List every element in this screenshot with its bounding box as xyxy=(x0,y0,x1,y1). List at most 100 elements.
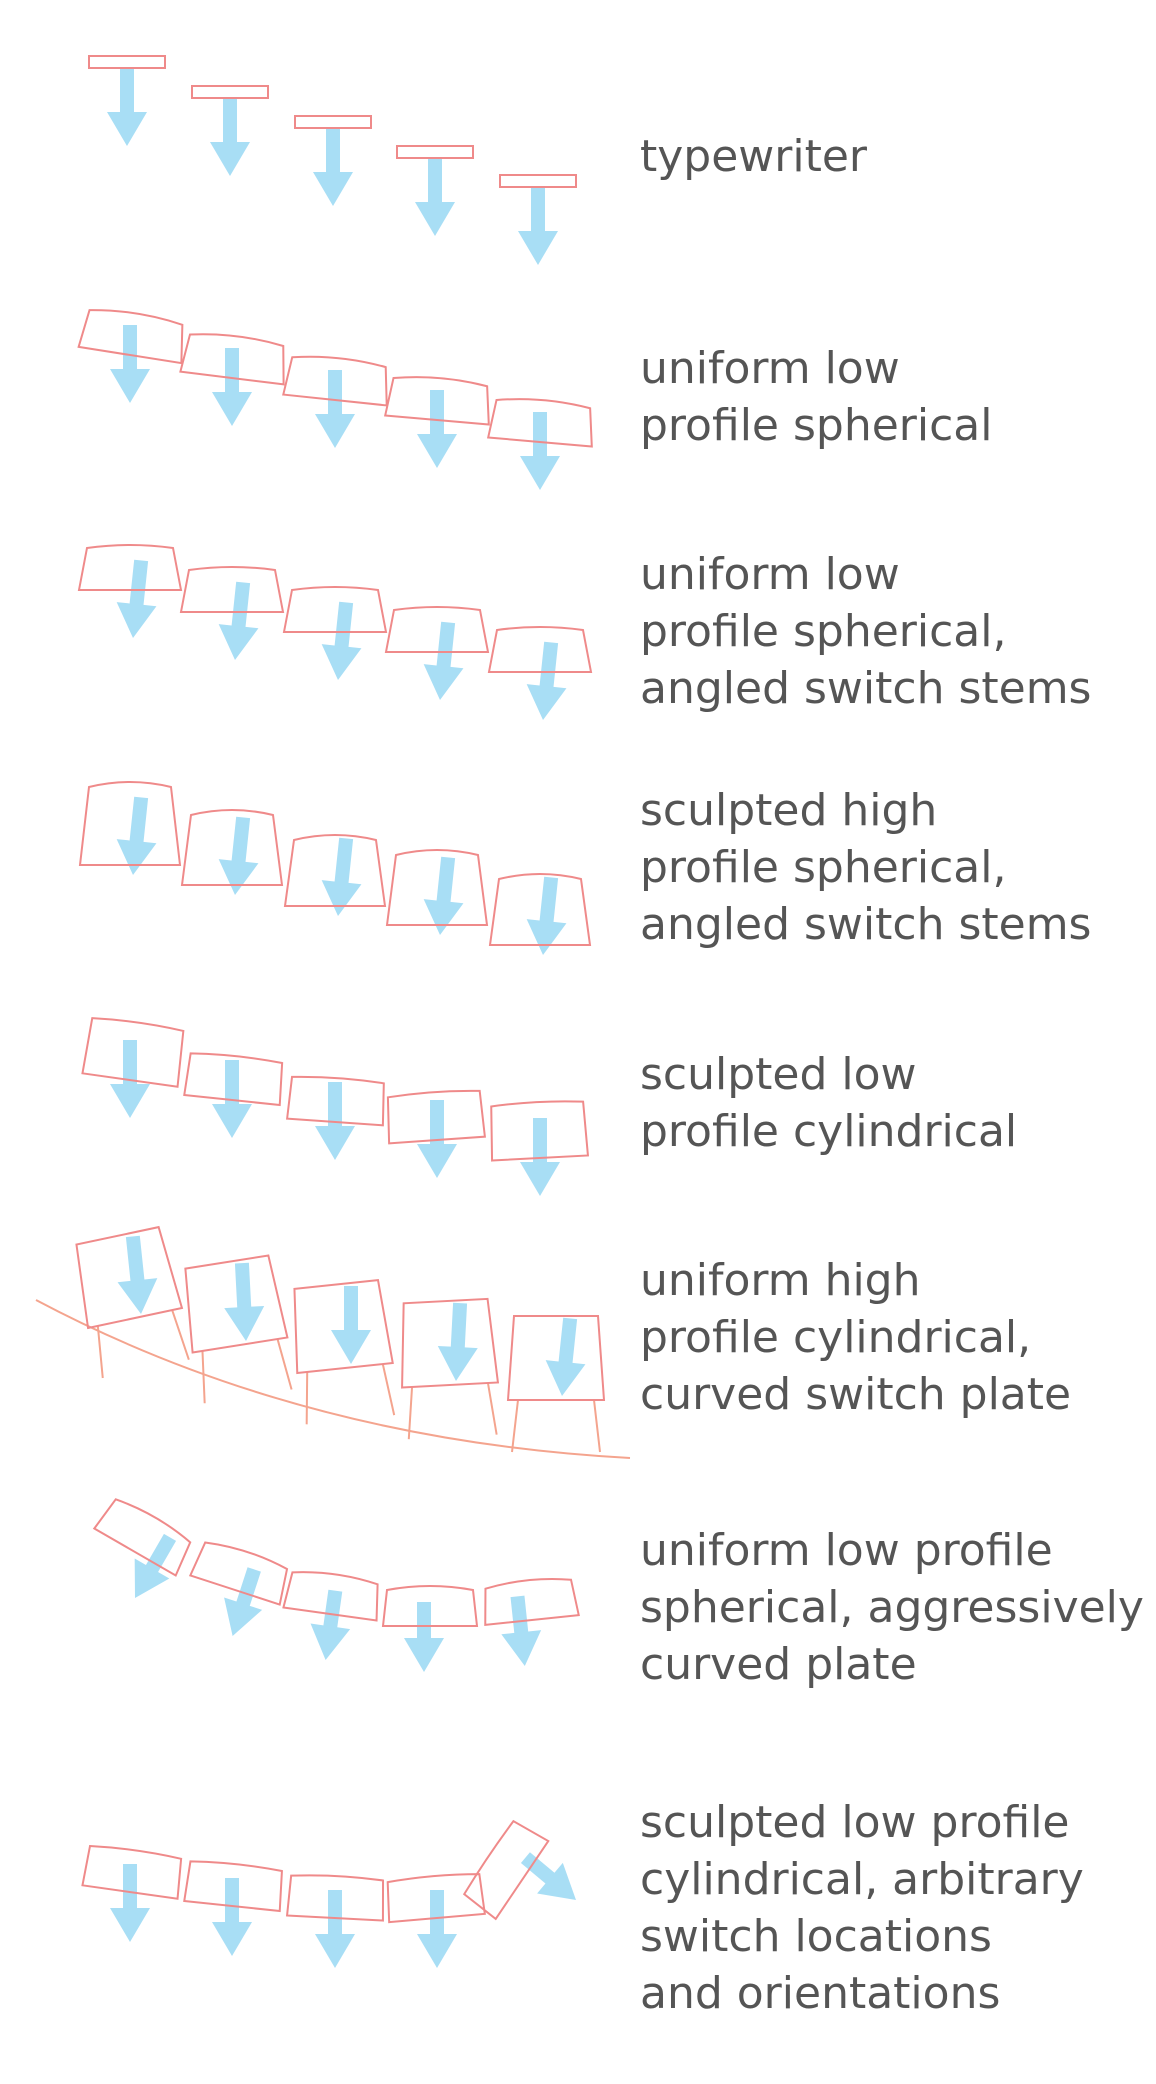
keycap-outline xyxy=(293,1278,394,1375)
caption-line: sculpted low profile xyxy=(640,1797,1070,1848)
keycap-outline xyxy=(286,1075,385,1127)
caption-line: profile spherical, xyxy=(640,606,1007,657)
arrow-icon xyxy=(224,1567,263,1636)
keycap-outline xyxy=(282,586,388,633)
caption-sculpted-low-arbitrary: sculpted low profile cylindrical, arbitr… xyxy=(640,1794,1084,2022)
curved-switch-plate xyxy=(35,1299,631,1459)
switch-housing-outline xyxy=(201,1338,293,1404)
caption-uniform-high-cylindrical-curved: uniform high profile cylindrical, curved… xyxy=(640,1252,1071,1423)
arrow-icon xyxy=(423,856,464,935)
arrow-icon xyxy=(501,1595,542,1666)
caption-line: profile cylindrical xyxy=(640,1106,1018,1157)
keycap-outline xyxy=(81,1017,185,1088)
arrow-icon xyxy=(423,621,464,700)
switch-housing-outline xyxy=(305,1363,396,1425)
keycap-outline xyxy=(490,1100,590,1162)
keycap-outline xyxy=(77,309,184,365)
caption-sculpted-low-cylindrical: sculpted low profile cylindrical xyxy=(640,1046,1017,1160)
arrow-icon xyxy=(117,1235,158,1314)
keycap-outline xyxy=(183,1052,284,1107)
typebar-outline xyxy=(499,174,577,188)
caption-line: angled switch stems xyxy=(640,899,1092,950)
caption-uniform-low-spherical: uniform low profile spherical xyxy=(640,340,992,454)
arrow-icon xyxy=(110,325,150,403)
arrow-icon xyxy=(321,601,362,680)
switch-housing-outline xyxy=(407,1382,498,1440)
arrow-icon xyxy=(116,559,157,638)
caption-line: profile spherical, xyxy=(640,842,1007,893)
switch-housing-outline xyxy=(96,1309,190,1379)
keycap-outline xyxy=(183,1860,283,1913)
switch-housing-outline xyxy=(511,1399,601,1453)
arrow-icon xyxy=(310,1589,351,1660)
keycap-outline xyxy=(386,1089,486,1145)
keycap-outline xyxy=(283,834,387,907)
keycap-outline xyxy=(77,544,183,591)
keycap-outline xyxy=(488,873,592,946)
arrow-icon xyxy=(417,390,457,468)
keycap-outline xyxy=(462,1819,550,1921)
keycap-outline xyxy=(381,1585,479,1627)
keycap-outline xyxy=(179,566,285,613)
caption-line: typewriter xyxy=(640,131,868,182)
keycap-outline xyxy=(385,849,489,926)
caption-line: profile cylindrical, xyxy=(640,1312,1032,1363)
arrow-icon xyxy=(404,1602,444,1672)
caption-line: uniform high xyxy=(640,1255,921,1306)
arrow-icon xyxy=(212,348,252,426)
arrow-icon xyxy=(210,98,250,176)
caption-line: angled switch stems xyxy=(640,663,1092,714)
arrow-icon xyxy=(315,370,355,448)
arrow-icon xyxy=(218,816,259,895)
arrow-icon xyxy=(545,1317,586,1396)
arrow-icon xyxy=(212,1878,252,1956)
caption-line: sculpted low xyxy=(640,1049,917,1100)
arrow-icon xyxy=(415,158,455,236)
typebar-outline xyxy=(88,55,166,69)
caption-line: curved plate xyxy=(640,1639,917,1690)
arrow-icon xyxy=(313,128,353,206)
keycap-outline xyxy=(188,1541,289,1606)
caption-typewriter: typewriter xyxy=(640,128,867,185)
typebar-outline xyxy=(396,145,474,159)
arrow-icon xyxy=(321,837,362,916)
keycap-outline xyxy=(282,1571,379,1622)
caption-line: sculpted high xyxy=(640,785,938,836)
keycap-outline xyxy=(180,809,284,886)
arrow-icon xyxy=(526,641,567,720)
caption-line: curved switch plate xyxy=(640,1369,1072,1420)
keycap-outline xyxy=(285,1874,385,1922)
keycap-outline xyxy=(92,1498,192,1577)
caption-line: uniform low profile xyxy=(640,1525,1053,1576)
arrow-icon xyxy=(331,1286,371,1364)
keycap-outline xyxy=(78,781,182,866)
keycap-outline xyxy=(386,1873,486,1924)
keycap-outline xyxy=(184,1254,289,1354)
keycap-outline xyxy=(383,376,490,426)
arrow-icon xyxy=(315,1890,355,1968)
keycap-outline xyxy=(179,333,285,386)
caption-line: switch locations xyxy=(640,1911,992,1962)
caption-sculpted-high-spherical-angled: sculpted high profile spherical, angled … xyxy=(640,782,1091,953)
caption-line: and orientations xyxy=(640,1968,1001,2019)
arrow-icon xyxy=(224,1262,265,1341)
keycap-outline xyxy=(75,1225,184,1330)
arrow-icon xyxy=(518,187,558,265)
arrow-icon xyxy=(437,1302,478,1381)
keycap-outline xyxy=(484,1577,580,1627)
arrow-icon xyxy=(107,68,147,146)
arrow-icon xyxy=(218,581,259,660)
arrow-icon xyxy=(526,876,567,955)
keycap-outline xyxy=(81,1844,183,1900)
arrow-icon xyxy=(520,412,560,490)
keycap-outline xyxy=(401,1297,500,1389)
caption-uniform-low-aggressive: uniform low profile spherical, aggressiv… xyxy=(640,1522,1144,1693)
typebar-outline xyxy=(191,85,269,99)
caption-uniform-low-spherical-angled: uniform low profile spherical, angled sw… xyxy=(640,546,1091,717)
caption-line: spherical, aggressively xyxy=(640,1582,1144,1633)
caption-line: uniform low xyxy=(640,343,900,394)
arrow-icon xyxy=(116,796,157,875)
caption-line: cylindrical, arbitrary xyxy=(640,1854,1084,1905)
keycap-outline xyxy=(486,398,593,448)
